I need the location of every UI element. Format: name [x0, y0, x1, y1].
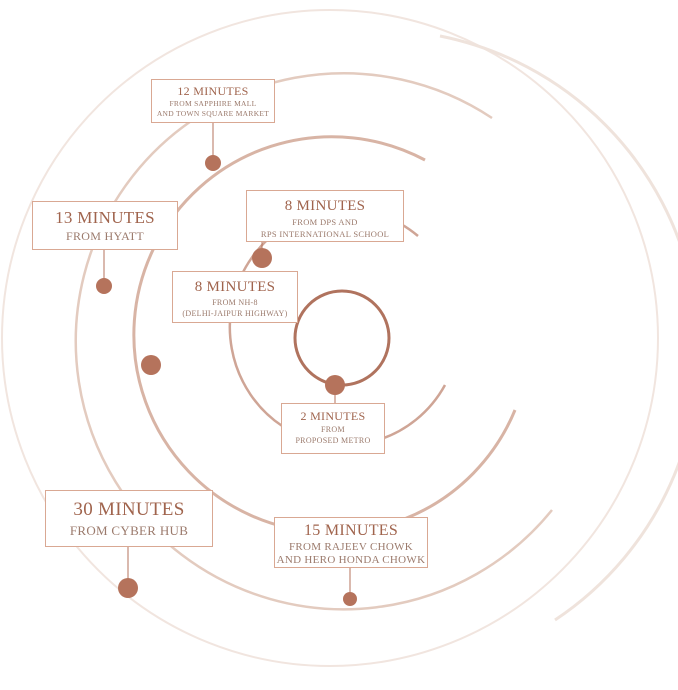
marker-8-min-dps — [252, 248, 272, 268]
label-8-minutes-nh8: 8 MINUTES FROM NH-8 (DELHI-JAIPUR HIGHWA… — [172, 271, 298, 323]
label-subtitle: FROM NH-8 — [212, 298, 258, 307]
ring-13-min — [74, 72, 553, 611]
marker-15-min — [343, 592, 357, 606]
label-subtitle: FROM HYATT — [65, 229, 144, 243]
marker-12-min — [205, 155, 221, 171]
marker-8-min-nh8 — [141, 355, 161, 375]
label-title: 2 MINUTES — [300, 409, 366, 423]
marker-2-min — [325, 375, 345, 395]
label-title: 8 MINUTES — [194, 279, 276, 295]
label-title: 30 MINUTES — [73, 499, 185, 520]
label-13-minutes: 13 MINUTES FROM HYATT — [32, 201, 178, 250]
label-subtitle: FROM DPS AND — [292, 217, 358, 227]
label-subtitle: RPS INTERNATIONAL SCHOOL — [260, 229, 390, 239]
label-title: 8 MINUTES — [284, 198, 366, 214]
label-8-minutes-dps: 8 MINUTES FROM DPS AND RPS INTERNATIONAL… — [246, 190, 404, 242]
label-subtitle: AND TOWN SQUARE MARKET — [156, 109, 270, 118]
ring-outer-arc — [439, 34, 678, 622]
label-2-minutes: 2 MINUTES FROM PROPOSED METRO — [281, 403, 385, 454]
label-subtitle: AND HERO HONDA CHOWK — [276, 554, 426, 566]
label-12-minutes: 12 MINUTES FROM SAPPHIRE MALL AND TOWN S… — [151, 79, 275, 123]
label-subtitle: (DELHI-JAIPUR HIGHWAY) — [182, 309, 288, 318]
label-title: 13 MINUTES — [55, 208, 155, 227]
label-15-minutes: 15 MINUTES FROM RAJEEV CHOWK AND HERO HO… — [274, 517, 428, 568]
label-subtitle: PROPOSED METRO — [295, 436, 371, 445]
marker-30-min — [118, 578, 138, 598]
label-title: 15 MINUTES — [303, 522, 399, 539]
label-subtitle: FROM CYBER HUB — [69, 523, 189, 538]
ring-15-min — [132, 135, 517, 535]
label-subtitle: FROM RAJEEV CHOWK — [288, 541, 414, 553]
ring-30-min — [1, 9, 659, 667]
label-subtitle: FROM — [321, 425, 345, 434]
marker-13-min — [96, 278, 112, 294]
ring-2-min — [293, 289, 391, 387]
label-subtitle: FROM SAPPHIRE MALL — [169, 99, 257, 108]
label-title: 12 MINUTES — [177, 84, 249, 98]
label-30-minutes: 30 MINUTES FROM CYBER HUB — [45, 490, 213, 547]
